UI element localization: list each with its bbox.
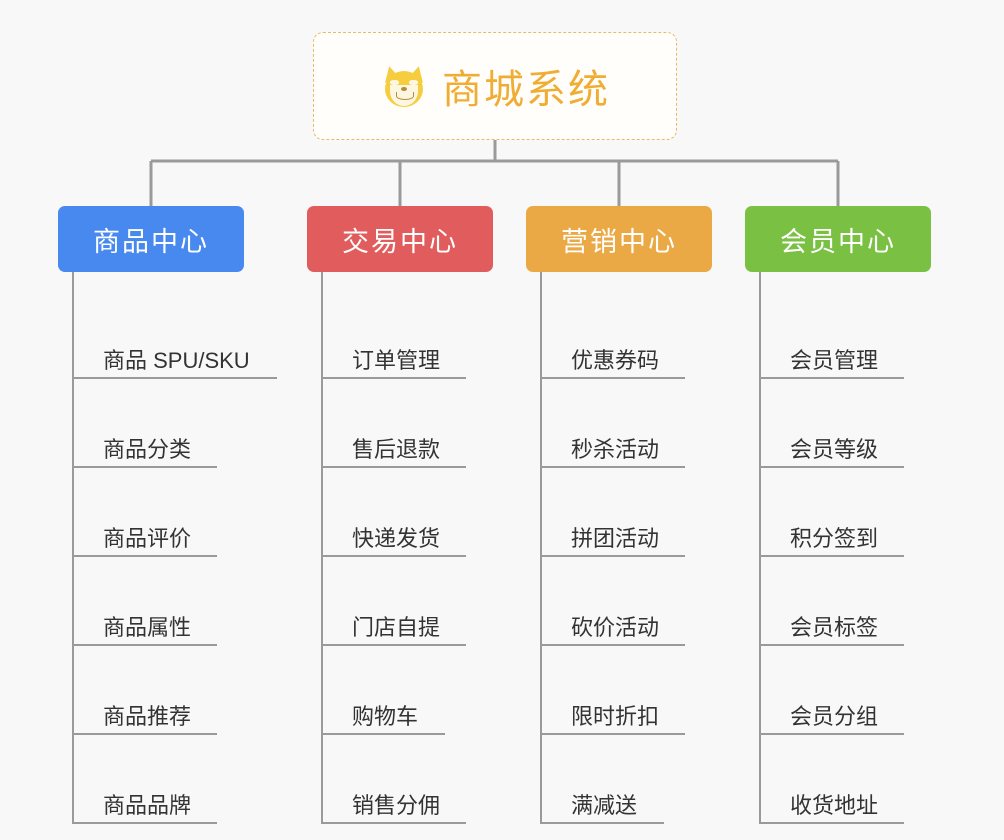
branch-column: 交易中心订单管理售后退款快递发货门店自提购物车销售分佣 xyxy=(307,206,493,824)
branch-header-1[interactable]: 商品中心 xyxy=(58,206,244,272)
leaf-item-label: 商品分类 xyxy=(103,436,192,462)
leaf-item-underline xyxy=(72,377,277,379)
leaf-item[interactable]: 商品分类 xyxy=(58,379,244,468)
leaf-item[interactable]: 会员分组 xyxy=(745,646,931,735)
leaf-item[interactable]: 满减送 xyxy=(526,735,712,824)
leaf-item-underline xyxy=(72,733,217,735)
leaf-item[interactable]: 拼团活动 xyxy=(526,468,712,557)
branch-header-3[interactable]: 营销中心 xyxy=(526,206,712,272)
branch-trunk-line xyxy=(540,272,542,824)
leaf-item-underline xyxy=(759,644,904,646)
branch-items: 优惠券码秒杀活动拼团活动砍价活动限时折扣满减送 xyxy=(526,272,712,824)
leaf-item-label: 会员分组 xyxy=(790,703,879,729)
leaf-item[interactable]: 收货地址 xyxy=(745,735,931,824)
leaf-item-underline xyxy=(540,733,685,735)
leaf-item-label: 商品评价 xyxy=(103,525,192,551)
branch-trunk-line xyxy=(759,272,761,824)
leaf-item-label: 销售分佣 xyxy=(352,792,441,818)
leaf-item-label: 商品属性 xyxy=(103,614,192,640)
leaf-item[interactable]: 商品评价 xyxy=(58,468,244,557)
leaf-item-underline xyxy=(759,555,904,557)
leaf-item-label: 积分签到 xyxy=(790,525,879,551)
leaf-item-label: 购物车 xyxy=(352,703,419,729)
leaf-item-underline xyxy=(72,555,217,557)
leaf-item[interactable]: 销售分佣 xyxy=(307,735,493,824)
leaf-item[interactable]: 优惠券码 xyxy=(526,290,712,379)
leaf-item[interactable]: 订单管理 xyxy=(307,290,493,379)
leaf-item-underline xyxy=(759,733,904,735)
branch-column: 商品中心商品 SPU/SKU 商品分类商品评价商品属性商品推荐商品品牌 xyxy=(58,206,277,824)
leaf-item[interactable]: 会员等级 xyxy=(745,379,931,468)
leaf-item-label: 售后退款 xyxy=(352,436,441,462)
leaf-item-underline xyxy=(72,822,217,824)
leaf-item[interactable]: 商品品牌 xyxy=(58,735,244,824)
leaf-item-underline xyxy=(321,644,466,646)
leaf-item-underline xyxy=(321,555,466,557)
leaf-item-underline xyxy=(321,377,466,379)
leaf-item[interactable]: 售后退款 xyxy=(307,379,493,468)
root-node[interactable]: 商城系统 xyxy=(313,32,677,140)
branch-trunk-line xyxy=(321,272,323,824)
branch-items: 会员管理会员等级积分签到会员标签会员分组收货地址 xyxy=(745,272,931,824)
leaf-item-label: 会员标签 xyxy=(790,614,879,640)
leaf-item-underline xyxy=(540,644,685,646)
root-title: 商城系统 xyxy=(442,68,610,112)
branch-items: 订单管理售后退款快递发货门店自提购物车销售分佣 xyxy=(307,272,493,824)
leaf-item-label: 优惠券码 xyxy=(571,347,660,373)
leaf-item[interactable]: 秒杀活动 xyxy=(526,379,712,468)
leaf-item[interactable]: 会员标签 xyxy=(745,557,931,646)
leaf-item-underline xyxy=(321,733,445,735)
leaf-item-label: 满减送 xyxy=(571,792,638,818)
branch-header-2[interactable]: 交易中心 xyxy=(307,206,493,272)
leaf-item[interactable]: 门店自提 xyxy=(307,557,493,646)
branch-column: 营销中心优惠券码秒杀活动拼团活动砍价活动限时折扣满减送 xyxy=(526,206,712,824)
leaf-item-label: 秒杀活动 xyxy=(571,436,660,462)
leaf-item-underline xyxy=(540,466,685,468)
shiba-dog-face-icon xyxy=(380,62,428,110)
leaf-item[interactable]: 砍价活动 xyxy=(526,557,712,646)
leaf-item[interactable]: 商品推荐 xyxy=(58,646,244,735)
leaf-item-underline xyxy=(540,377,685,379)
branch-items: 商品 SPU/SKU 商品分类商品评价商品属性商品推荐商品品牌 xyxy=(58,272,277,824)
leaf-item-underline xyxy=(759,466,904,468)
branch-trunk-line xyxy=(72,272,74,824)
leaf-item-label: 限时折扣 xyxy=(571,703,660,729)
branch-header-4[interactable]: 会员中心 xyxy=(745,206,931,272)
leaf-item-label: 会员管理 xyxy=(790,347,879,373)
leaf-item-label: 快递发货 xyxy=(352,525,441,551)
leaf-item[interactable]: 购物车 xyxy=(307,646,493,735)
leaf-item-label: 商品品牌 xyxy=(103,792,192,818)
leaf-item-underline xyxy=(72,644,217,646)
leaf-item[interactable]: 限时折扣 xyxy=(526,646,712,735)
leaf-item[interactable]: 商品属性 xyxy=(58,557,244,646)
leaf-item-label: 订单管理 xyxy=(352,347,441,373)
leaf-item-label: 砍价活动 xyxy=(571,614,660,640)
leaf-item-label: 收货地址 xyxy=(790,792,879,818)
leaf-item[interactable]: 积分签到 xyxy=(745,468,931,557)
leaf-item-label: 拼团活动 xyxy=(571,525,660,551)
leaf-item-underline xyxy=(321,822,466,824)
leaf-item-underline xyxy=(72,466,217,468)
leaf-item[interactable]: 商品 SPU/SKU xyxy=(58,290,277,379)
leaf-item-label: 门店自提 xyxy=(352,614,441,640)
leaf-item-underline xyxy=(540,555,685,557)
leaf-item-underline xyxy=(540,822,664,824)
leaf-item-label: 商品推荐 xyxy=(103,703,192,729)
leaf-item[interactable]: 快递发货 xyxy=(307,468,493,557)
leaf-item-underline xyxy=(759,377,904,379)
leaf-item-label: 商品 SPU/SKU xyxy=(103,347,250,373)
branch-column: 会员中心会员管理会员等级积分签到会员标签会员分组收货地址 xyxy=(745,206,931,824)
leaf-item-underline xyxy=(321,466,466,468)
leaf-item-label: 会员等级 xyxy=(790,436,879,462)
leaf-item[interactable]: 会员管理 xyxy=(745,290,931,379)
leaf-item-underline xyxy=(759,822,904,824)
